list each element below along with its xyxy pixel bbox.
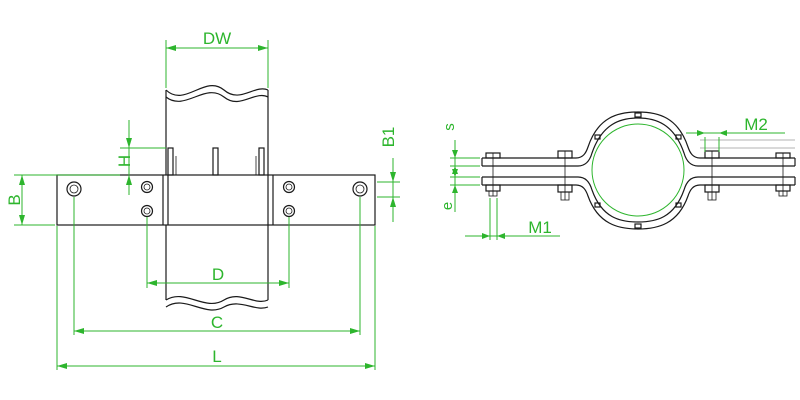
dim-dw: DW (166, 29, 268, 51)
label-d: D (212, 265, 224, 284)
label-s: s (441, 123, 458, 131)
dim-b: B (5, 175, 25, 225)
label-c: C (211, 313, 223, 332)
clamp-ribs (167, 147, 265, 176)
dim-l: L (57, 347, 375, 369)
label-h: H (115, 155, 134, 167)
clamp-body (56, 174, 376, 226)
side-bolts (485, 150, 791, 201)
label-b1: B1 (379, 127, 398, 148)
bolt-hole-inner-left-top (140, 180, 154, 194)
side-view: s e M1 M2 (439, 111, 796, 240)
bolt-hole-right (352, 181, 368, 197)
strap-rivets (594, 112, 682, 229)
pipe-top (165, 84, 269, 175)
dim-m1: M1 (465, 198, 560, 240)
extension-lines (14, 40, 400, 370)
label-e: e (439, 202, 456, 210)
dim-s: s (441, 123, 480, 176)
front-view: DW H B B1 D (5, 29, 400, 370)
bolt-outer-right (775, 152, 791, 197)
bolt-inner-right (704, 150, 720, 201)
dim-h: H (115, 120, 134, 195)
label-dw: DW (203, 29, 231, 48)
dim-d: D (147, 265, 289, 286)
bolt-hole-left (66, 181, 82, 197)
bolt-outer-left (485, 152, 501, 197)
label-m2: M2 (744, 115, 768, 134)
bolt-holes (66, 180, 368, 218)
clamp-strap-upper (481, 111, 796, 167)
bolt-inner-left (557, 150, 573, 201)
pipe-bottom (165, 225, 269, 311)
label-l: L (212, 347, 221, 366)
bolt-hole-inner-right-top (282, 180, 296, 194)
label-m1: M1 (528, 218, 552, 237)
dim-b1: B1 (379, 127, 398, 222)
dim-e: e (439, 169, 480, 212)
label-b: B (5, 194, 24, 205)
bolt-hole-inner-right-bottom (282, 204, 296, 218)
hidden-lines (700, 139, 795, 149)
pipe-section (591, 123, 685, 217)
dim-m2: M2 (686, 115, 785, 152)
clamp-strap-lower (481, 176, 796, 230)
bolt-hole-inner-left-bottom (140, 204, 154, 218)
dim-c: C (74, 313, 360, 334)
